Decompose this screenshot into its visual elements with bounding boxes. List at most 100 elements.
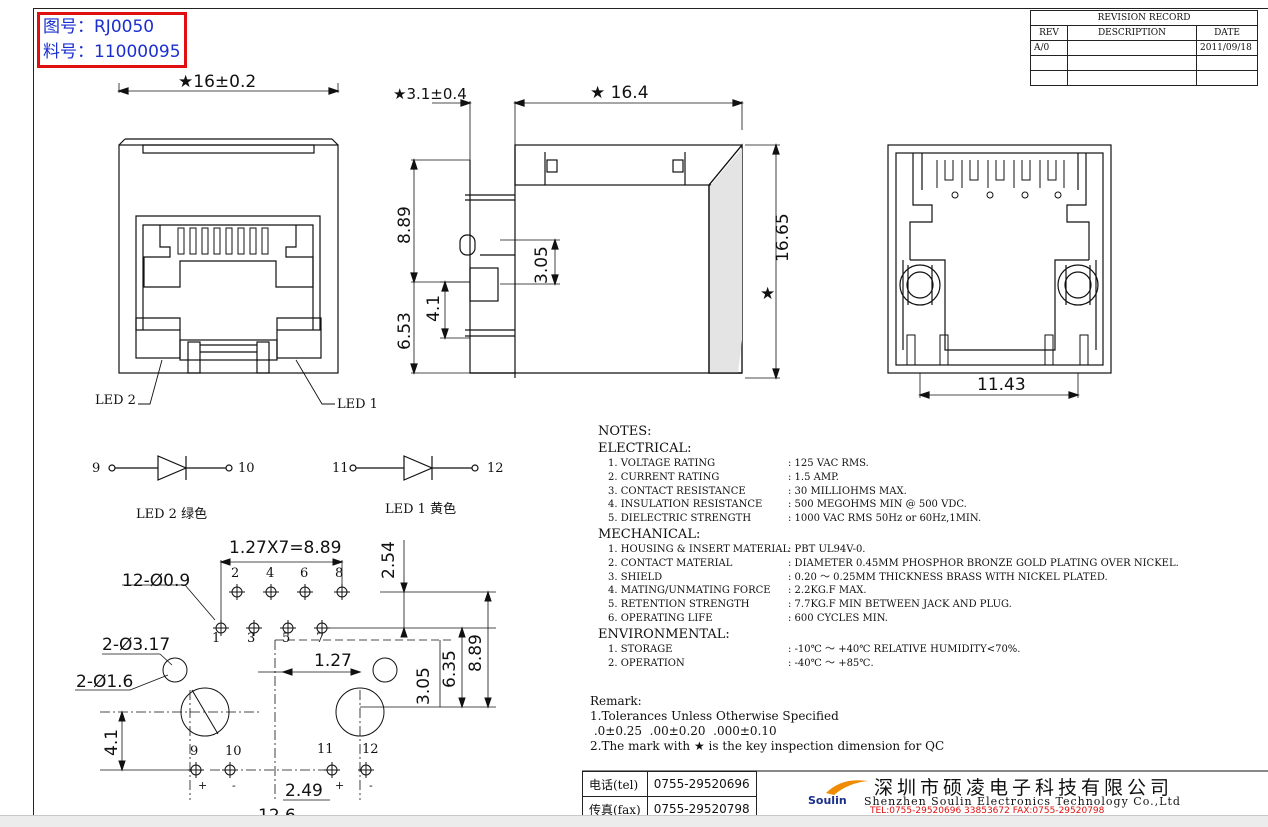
dim-side-offset-value: 3.1±0.4 [406, 85, 467, 103]
led1-leader [295, 359, 335, 405]
tel-label: 电话(tel) [582, 771, 648, 797]
pin-8: 8 [335, 566, 344, 581]
dim-249: 2.49 [285, 781, 323, 801]
dim-hole-12: 12-Ø0.9 [122, 571, 191, 591]
tel-row: 电话(tel) 0755-29520696 [582, 771, 757, 797]
remark-line-2: .0±0.25 .00±0.20 .000±0.10 [590, 724, 777, 738]
note-row: 2. OPERATION : -40℃ ～ +85℃. [598, 657, 1179, 671]
led2-schematic [108, 455, 233, 481]
note-value: : -10℃ ～ +40℃ RELATIVE HUMIDITY<70%. [788, 643, 1021, 655]
company-logo-icon [826, 780, 868, 795]
tel-value: 0755-29520696 [646, 771, 757, 797]
dim-front-width-value: 16±0.2 [193, 72, 257, 92]
dim-305-footprint: 3.05 [414, 667, 434, 705]
notes-block: NOTES: ELECTRICAL: 1. VOLTAGE RATING: 12… [598, 423, 1179, 670]
note-row: 4. MATING/UNMATING FORCE : 2.2KG.F MAX. [598, 584, 1179, 598]
dim-254: 2.54 [379, 541, 399, 579]
drawing-number-row: 图号：RJ0050 [43, 15, 181, 40]
dim-side-length-value: 16.4 [610, 83, 649, 103]
dim-height-653: 6.53 [395, 312, 415, 350]
part-number-row: 料号：11000095 [43, 40, 181, 65]
led2-leader [138, 359, 163, 405]
pin-holes [188, 584, 374, 778]
dim-41-footprint: 4.1 [102, 728, 122, 756]
note-value: : 7.7KG.F MIN BETWEEN JACK AND PLUG. [788, 599, 1012, 611]
note-row: 1. VOLTAGE RATING: 125 VAC RMS. [598, 457, 1179, 471]
pin-11-plus: + [335, 779, 345, 792]
pin-4: 4 [266, 566, 275, 581]
note-name: 4. MATING/UNMATING FORCE [608, 585, 771, 597]
pin-7: 7 [316, 631, 325, 646]
pin-10: 10 [225, 744, 242, 759]
note-value: : 2.2KG.F MAX. [788, 585, 867, 597]
led-pin-9: 9 [92, 461, 101, 476]
note-value: : -40℃ ～ +85℃. [788, 657, 874, 669]
note-name: 1. VOLTAGE RATING [608, 458, 716, 469]
remark-line-3: 2.The mark with ★ is the key inspection … [590, 739, 944, 754]
side-view [410, 99, 780, 380]
revision-row: A/0 2011/09/18 [1030, 40, 1258, 56]
dim-127: 1.27 [314, 651, 352, 671]
pin-10-minus: - [232, 779, 236, 792]
drawing-id-box: 图号：RJ0050 料号：11000095 [37, 12, 187, 68]
dim-side-length: ★ 16.4 [590, 83, 649, 103]
revision-row [1030, 55, 1258, 71]
remark-line-3a: 2.The mark with [590, 739, 691, 753]
part-number: 11000095 [94, 42, 181, 62]
revision-row [1030, 70, 1258, 86]
dim-bottom-1143: 11.43 [977, 375, 1026, 395]
company-name-en: Shenzhen Soulin Electronics Technology C… [864, 795, 1181, 808]
company-name-cn: 深圳市硕凌电子科技有限公司 [874, 777, 1174, 799]
note-row: 5. RETENTION STRENGTH: 7.7KG.F MIN BETWE… [598, 598, 1179, 612]
pin-3: 3 [247, 631, 256, 646]
dim-front-width: ★16±0.2 [178, 72, 257, 92]
note-name: 1. STORAGE [608, 643, 673, 655]
rear-view [887, 144, 1112, 399]
note-row: 4. INSULATION RESISTANCE: 500 MEGOHMS MI… [598, 498, 1179, 512]
pin-9: 9 [190, 744, 199, 759]
viewer-status-bar [0, 815, 1268, 827]
note-name: 1. HOUSING & INSERT MATERIAL [608, 543, 790, 555]
note-name: 2. OPERATION [608, 657, 685, 669]
notes-title: NOTES: [598, 424, 652, 439]
dim-height-889: 8.89 [395, 206, 415, 244]
note-name: 5. DIELECTRIC STRENGTH [608, 513, 752, 525]
note-value: : 1000 VAC RMS 50Hz or 60Hz,1MIN. [788, 513, 982, 525]
company-tel-line: TEL:0755-29520696 33853672 FAX:0755-2952… [870, 806, 1105, 816]
pin-9-plus: + [198, 779, 208, 792]
note-row: 1. HOUSING & INSERT MATERIAL: PBT UL94V-… [598, 543, 1179, 557]
pin-2: 2 [231, 566, 240, 581]
note-name: 2. CURRENT RATING [608, 471, 720, 483]
note-value: : DIAMETER 0.45MM PHOSPHOR BRONZE GOLD P… [788, 557, 1179, 569]
pin-12: 12 [362, 742, 379, 757]
front-view [117, 83, 340, 374]
drawing-number: RJ0050 [94, 17, 155, 37]
note-name: 6. OPERATING LIFE [608, 612, 713, 624]
remark-line-1: 1.Tolerances Unless Otherwise Specified [590, 709, 839, 723]
environmental-title: ENVIRONMENTAL: [598, 626, 730, 642]
note-name: 2. CONTACT MATERIAL [608, 557, 733, 569]
dim-pitch: 1.27X7=8.89 [229, 538, 342, 558]
note-value: : 1.5 AMP. [788, 471, 839, 483]
key-star-icon: ★ [693, 739, 705, 753]
note-row: 2. CURRENT RATING : 1.5 AMP. [598, 471, 1179, 485]
dim-height-41: 4.1 [424, 294, 444, 322]
mechanical-title: MECHANICAL: [598, 526, 701, 542]
note-value: : 30 MILLIOHMS MAX. [788, 485, 907, 497]
company-brand: Soulin [808, 794, 847, 807]
key-mark-star: ★ [760, 284, 776, 304]
led-pin-12: 12 [487, 461, 504, 476]
pin-1: 1 [212, 631, 221, 646]
note-row: 5. DIELECTRIC STRENGTH : 1000 VAC RMS 50H… [598, 512, 1179, 526]
led1-schematic [349, 455, 479, 481]
led1-label: LED 1 [337, 397, 378, 412]
note-value: : 0.20 ～ 0.25MM THICKNESS BRASS WITH NIC… [788, 571, 1108, 583]
pin-6: 6 [300, 566, 309, 581]
led2-label: LED 2 [95, 393, 136, 408]
note-row: 3. CONTACT RESISTANCE: 30 MILLIOHMS MAX. [598, 485, 1179, 499]
part-number-label: 料号： [43, 42, 94, 62]
dim-hole-317: 2-Ø3.17 [102, 635, 171, 655]
note-value: : 600 CYCLES MIN. [788, 612, 888, 624]
note-name: 3. SHIELD [608, 571, 663, 583]
